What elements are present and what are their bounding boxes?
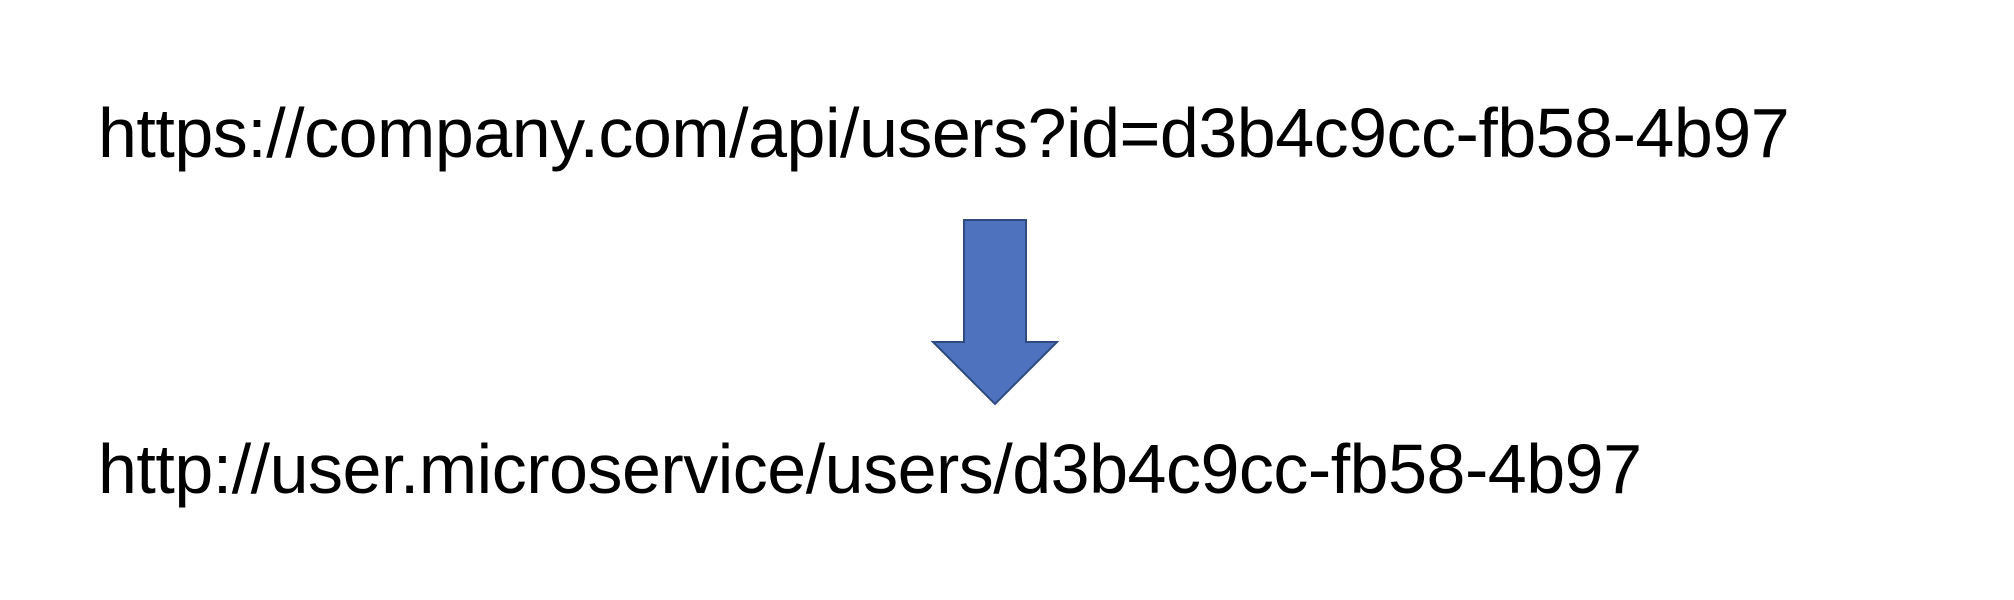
down-arrow-icon	[930, 219, 1060, 406]
arrow-shape	[930, 219, 1060, 406]
target-url-text: http://user.microservice/users/d3b4c9cc-…	[98, 430, 1642, 508]
source-url-text: https://company.com/api/users?id=d3b4c9c…	[98, 94, 1790, 172]
